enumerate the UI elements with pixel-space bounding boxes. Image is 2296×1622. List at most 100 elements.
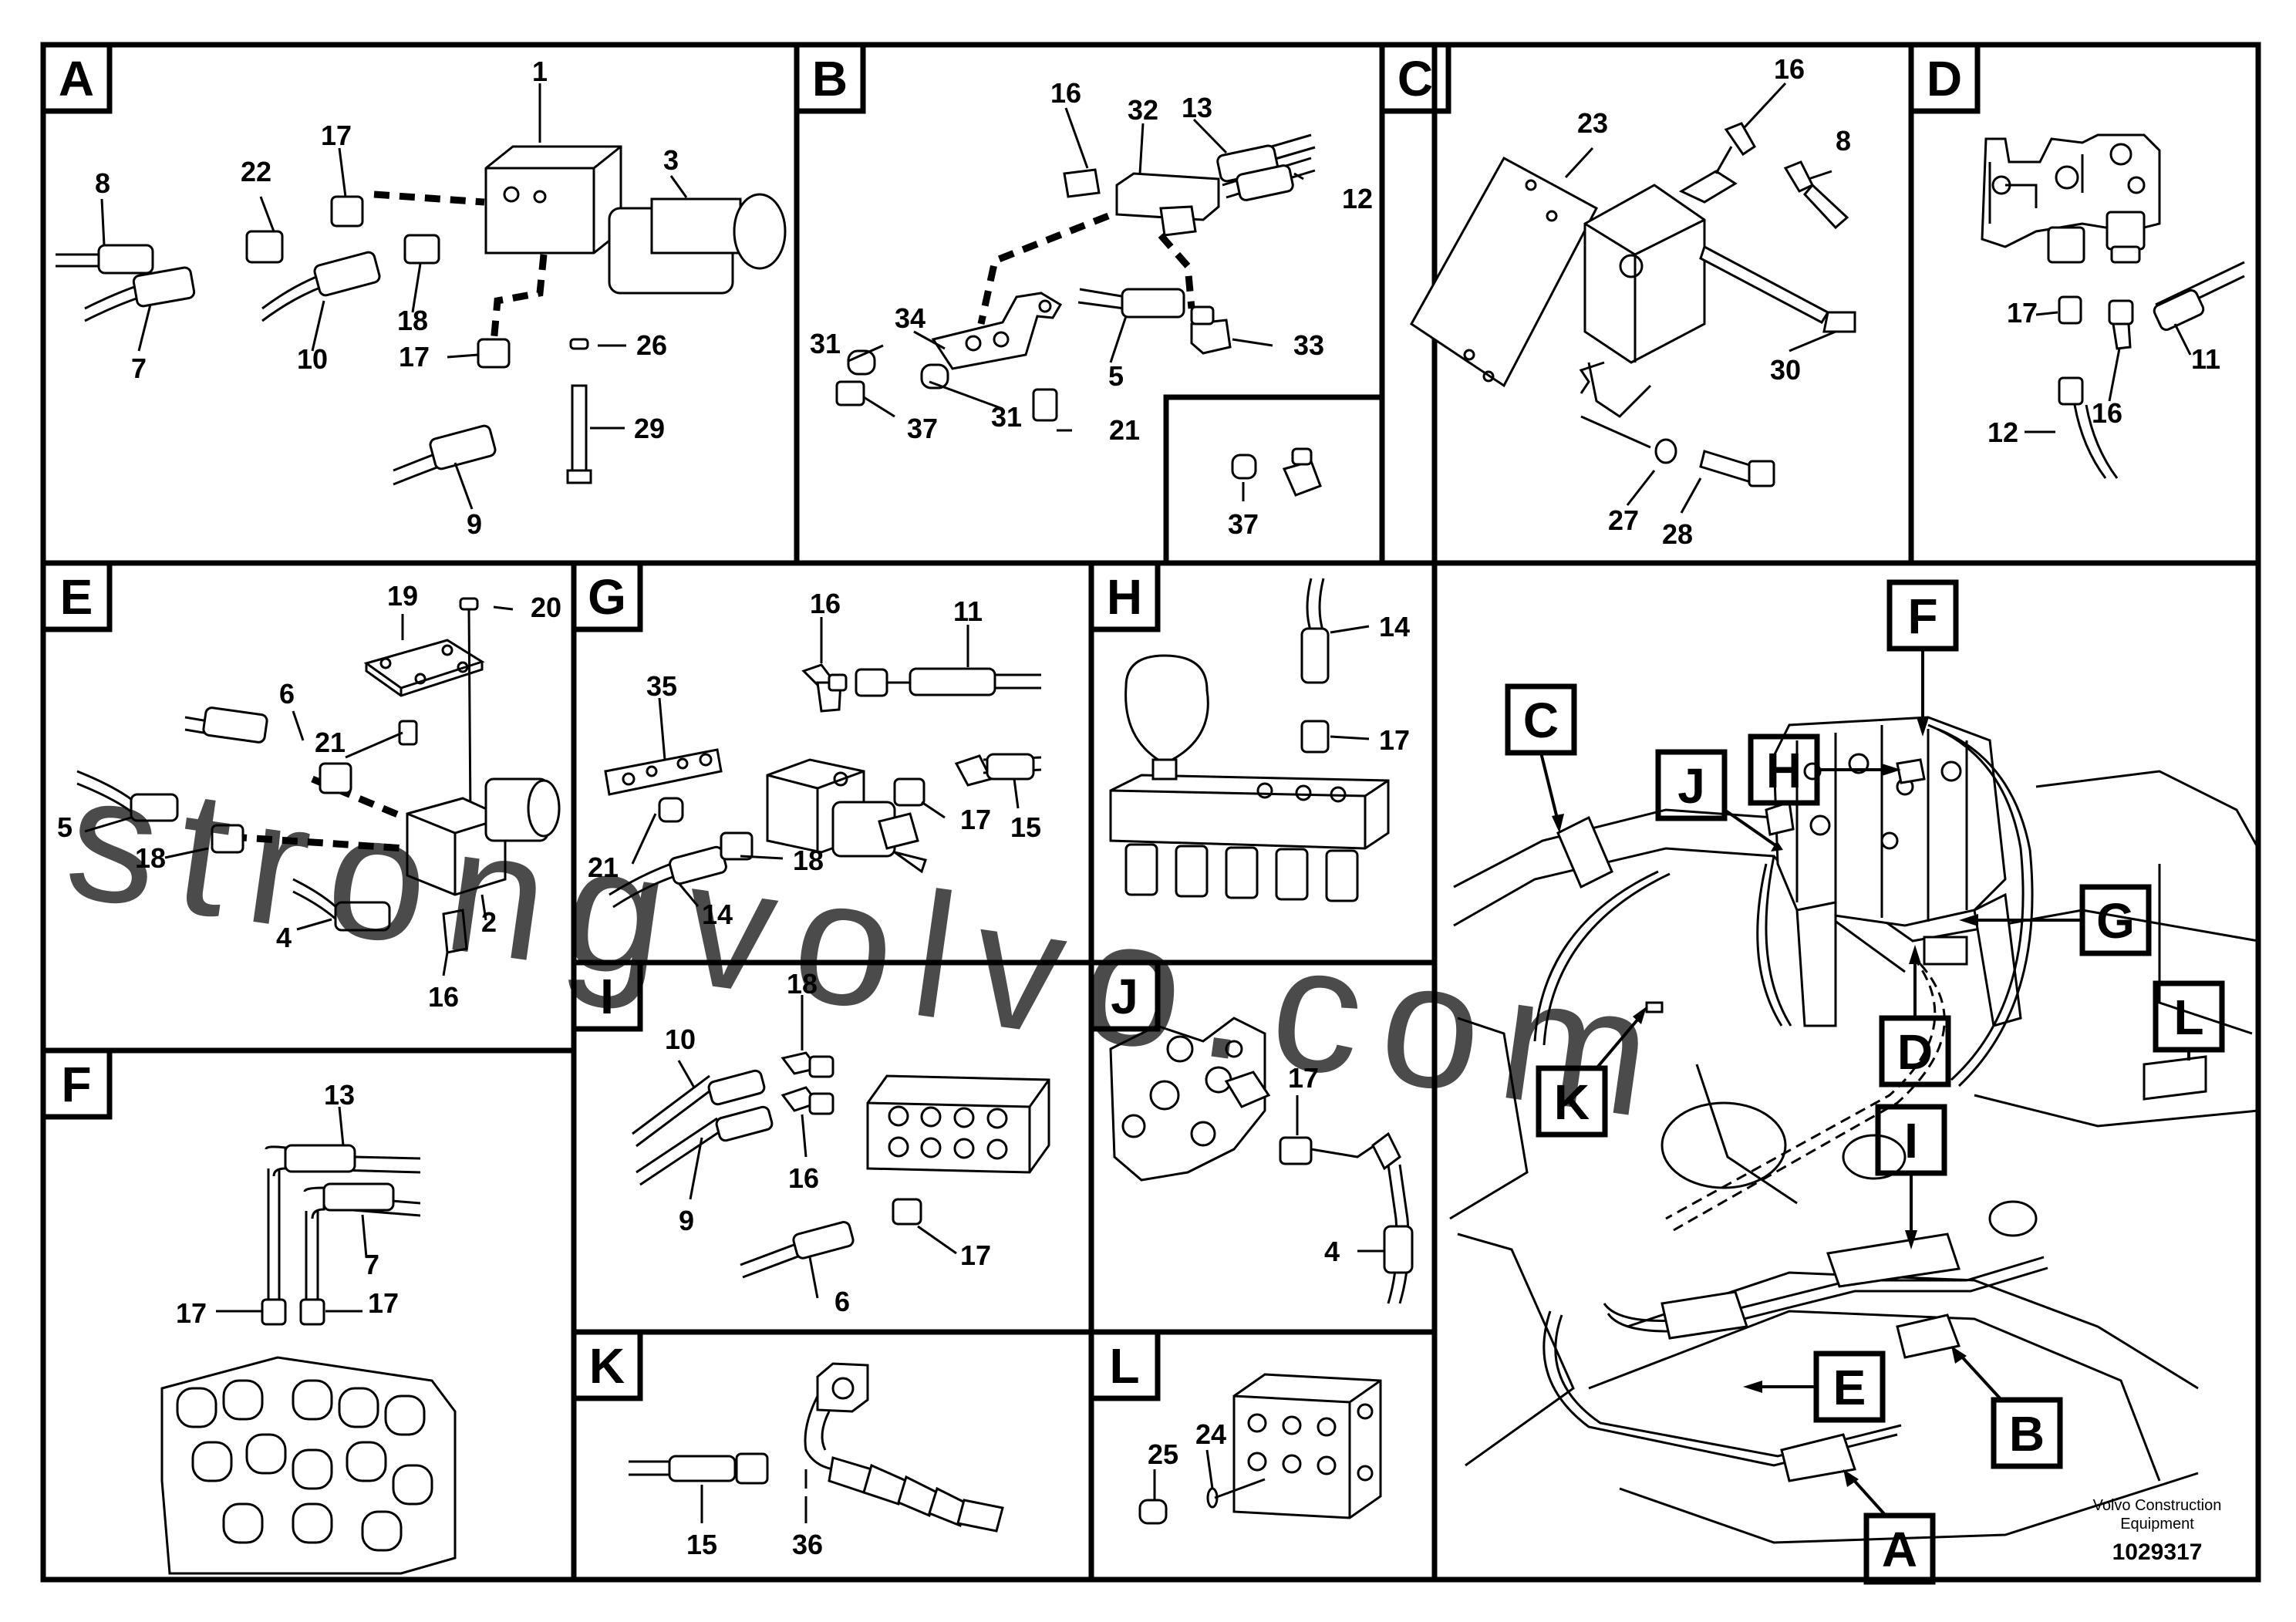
panel-g-label-5: 15 bbox=[1010, 811, 1041, 843]
panel-e-label-9: 16 bbox=[428, 981, 459, 1013]
overview-callout-j: J bbox=[1655, 749, 1783, 851]
panel-e-labels: 19 20 6 21 5 18 4 2 16 bbox=[57, 580, 561, 1013]
panel-b-label-10: 5 bbox=[1108, 360, 1124, 392]
panel-l-drawing bbox=[1138, 1373, 1382, 1525]
footer-company-line2: Equipment bbox=[2120, 1516, 2194, 1533]
svg-text:H: H bbox=[1766, 743, 1802, 798]
panel-letter-c: C bbox=[1397, 51, 1433, 106]
panel-a-label-2: 3 bbox=[663, 144, 679, 176]
panel-letter-g: G bbox=[588, 569, 626, 625]
panel-g-label-6: 21 bbox=[588, 851, 619, 883]
panel-b-labels: 16 32 13 12 34 31 37 31 21 5 33 bbox=[810, 77, 1373, 446]
panel-j-label-1: 17 bbox=[1288, 1062, 1319, 1094]
panel-c-label-4: 30 bbox=[1770, 354, 1801, 386]
panel-e-label-5: 5 bbox=[57, 811, 72, 843]
panel-g-label-1: 16 bbox=[810, 588, 841, 619]
panel-a-label-9: 17 bbox=[399, 341, 430, 373]
panel-c-label-2: 8 bbox=[1836, 125, 1851, 157]
panel-a-label-6: 7 bbox=[131, 352, 147, 384]
overview-callout-g: G bbox=[1959, 884, 2152, 956]
panel-l-label-2: 24 bbox=[1195, 1418, 1226, 1450]
footer-company: Volvo Construction bbox=[2093, 1497, 2222, 1514]
panel-i-labels: 18 10 16 9 17 6 bbox=[665, 968, 991, 1317]
panel-e-drawing bbox=[76, 597, 561, 976]
panel-j-labels: 17 4 bbox=[1288, 1062, 1340, 1267]
svg-text:C: C bbox=[1523, 693, 1559, 748]
panel-b-inset-drawing: 37 bbox=[1228, 447, 1322, 540]
panel-d-labels: 17 16 11 12 bbox=[1988, 297, 2220, 448]
panel-i-label-1: 18 bbox=[787, 968, 818, 1000]
panel-frames bbox=[40, 42, 2261, 1583]
svg-text:B: B bbox=[2009, 1406, 2045, 1462]
panel-b-label-8: 31 bbox=[991, 401, 1022, 433]
panel-l-labels: 25 24 bbox=[1148, 1418, 1226, 1470]
panel-b-label-4: 12 bbox=[1342, 183, 1373, 214]
panel-letter-a: A bbox=[59, 51, 94, 106]
panel-a-labels: 1 3 8 22 17 7 10 18 17 26 29 9 bbox=[95, 56, 679, 540]
overview-callouts: F C J H G D K bbox=[1505, 579, 2225, 1585]
panel-letter-f: F bbox=[61, 1057, 91, 1112]
panel-c-drawing bbox=[1410, 82, 1856, 514]
overview-callout-i: I bbox=[1875, 1104, 1947, 1249]
panel-a-label-7: 10 bbox=[297, 343, 328, 375]
panel-f-label-3: 17 bbox=[176, 1297, 207, 1329]
panel-e-label-7: 4 bbox=[276, 922, 292, 953]
panel-g-label-8: 14 bbox=[702, 899, 733, 930]
panel-l-label-1: 25 bbox=[1148, 1438, 1178, 1470]
panel-a-label-8: 18 bbox=[397, 305, 428, 336]
svg-text:E: E bbox=[1833, 1360, 1866, 1415]
overview-callout-c: C bbox=[1505, 683, 1577, 833]
panel-i-drawing bbox=[632, 995, 1050, 1299]
panel-h-label-2: 17 bbox=[1379, 724, 1410, 756]
outer-frame bbox=[40, 42, 2261, 1583]
panel-letter-h: H bbox=[1107, 569, 1142, 625]
svg-text:I: I bbox=[1904, 1113, 1918, 1168]
panel-e-label-4: 21 bbox=[315, 727, 346, 758]
panel-letter-i: I bbox=[600, 969, 614, 1024]
panel-c-label-3: 23 bbox=[1577, 107, 1608, 139]
panel-g-label-2: 11 bbox=[953, 595, 983, 627]
svg-text:L: L bbox=[2173, 990, 2203, 1045]
panel-a-label-11: 29 bbox=[634, 413, 665, 444]
panel-h-labels: 14 17 bbox=[1379, 611, 1410, 756]
panel-h-label-1: 14 bbox=[1379, 611, 1410, 642]
panel-d-label-2: 16 bbox=[2092, 397, 2122, 429]
overview-callout-l: L bbox=[2153, 980, 2225, 1061]
panel-g-label-7: 18 bbox=[793, 845, 824, 876]
panel-a-label-3: 8 bbox=[95, 167, 110, 199]
watermark: strongvolvo.com bbox=[56, 736, 1684, 1157]
panel-c-label-6: 28 bbox=[1662, 518, 1693, 550]
panel-j-label-2: 4 bbox=[1324, 1236, 1340, 1267]
overview-callout-b: B bbox=[1951, 1346, 2063, 1469]
panel-g-label-3: 35 bbox=[646, 670, 677, 702]
panel-b-label-6: 31 bbox=[810, 328, 841, 359]
overview-callout-a: A bbox=[1843, 1469, 1936, 1585]
panel-i-label-6: 6 bbox=[834, 1286, 850, 1317]
panel-e-label-6: 18 bbox=[135, 842, 166, 874]
panel-f-labels: 13 7 17 17 bbox=[176, 1079, 399, 1329]
panel-f-label-4: 17 bbox=[368, 1287, 399, 1319]
panel-a-label-10: 26 bbox=[636, 329, 667, 361]
panel-g-drawing bbox=[604, 617, 1042, 909]
panel-f-label-2: 7 bbox=[364, 1249, 379, 1280]
panel-f-drawing bbox=[160, 1106, 457, 1575]
panel-letter-e: E bbox=[60, 569, 93, 625]
panel-b-label-2: 32 bbox=[1128, 94, 1158, 126]
panel-a-label-5: 17 bbox=[321, 120, 352, 151]
svg-text:F: F bbox=[1907, 588, 1937, 644]
panel-k-label-1: 15 bbox=[686, 1529, 717, 1560]
panel-letter-j: J bbox=[1111, 969, 1138, 1024]
panel-d-drawing bbox=[1981, 133, 2245, 479]
footer-drawing-number: 1029317 bbox=[2112, 1539, 2203, 1565]
panel-letter-b: B bbox=[812, 51, 848, 106]
panel-b-label-7: 37 bbox=[907, 413, 938, 444]
panel-letter-l: L bbox=[1109, 1338, 1139, 1394]
panel-b-label-5: 34 bbox=[895, 302, 925, 334]
svg-text:J: J bbox=[1677, 758, 1705, 814]
panel-b-label-11: 33 bbox=[1293, 329, 1324, 361]
panel-k-label-2: 36 bbox=[792, 1529, 823, 1560]
panel-i-label-2: 10 bbox=[665, 1023, 696, 1055]
drawing-footer: Volvo Construction Equipment 1029317 bbox=[2093, 1497, 2222, 1565]
panel-e-label-1: 19 bbox=[387, 580, 418, 612]
panel-a-drawing bbox=[56, 83, 787, 510]
